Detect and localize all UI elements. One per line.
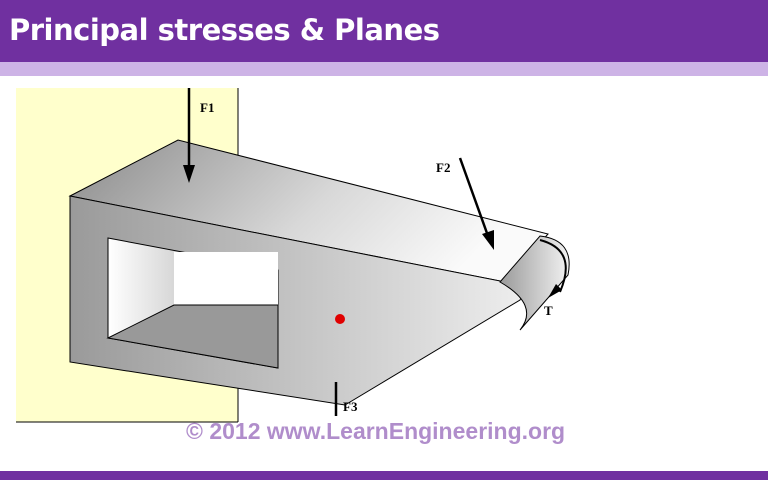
footer-bar (0, 471, 768, 480)
window-floor (106, 304, 279, 369)
window-through (174, 252, 278, 305)
slide-title: Principal stresses & Planes (9, 13, 440, 47)
cylinder-end (499, 235, 570, 331)
label-f3: F3 (343, 399, 358, 414)
label-f1: F1 (200, 100, 214, 115)
force-f1-arrow (183, 88, 195, 183)
force-f2-arrow (458, 157, 494, 250)
label-t: T (544, 303, 553, 318)
stress-point (335, 314, 345, 324)
torque-arrow (539, 239, 567, 298)
label-f2: F2 (436, 160, 450, 175)
header-band (0, 62, 768, 76)
title-bar: Principal stresses & Planes (0, 0, 768, 62)
watermark: © 2012 www.LearnEngineering.org (186, 418, 566, 444)
